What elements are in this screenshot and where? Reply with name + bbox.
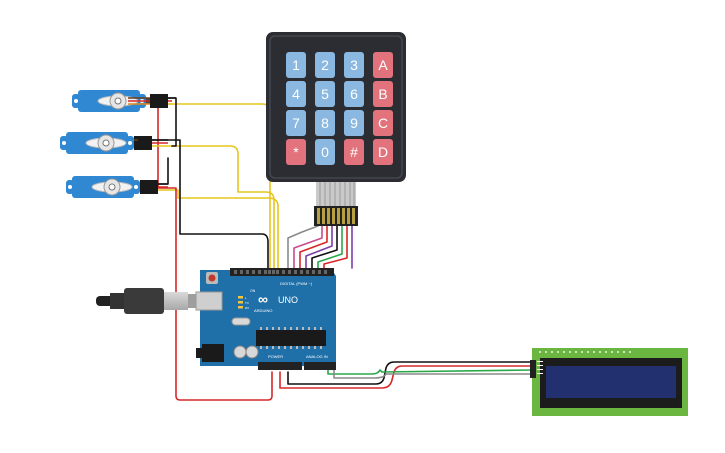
arduino-logo-text: ARDUINO: [254, 308, 272, 313]
keypad-key-label: 7: [292, 115, 300, 131]
arduino-infinity-logo: ∞: [258, 291, 268, 307]
keypad-key-3[interactable]: [344, 52, 364, 78]
keypad-key-label: 6: [350, 86, 358, 102]
crystal: [231, 317, 251, 326]
analog-label: ANALOG IN: [306, 354, 328, 359]
wire-servo-power: [151, 103, 273, 401]
led-label-tx: TX: [245, 301, 249, 305]
keypad-key-label: 3: [350, 57, 358, 73]
keypad-key-b[interactable]: [373, 81, 393, 107]
keypad-ribbon: [316, 182, 356, 206]
keypad: 1 2 3 A 4 5 6 B 7 8 9 C * 0 # D: [266, 32, 406, 226]
on-label: ON: [250, 289, 256, 293]
analog-header: [304, 362, 336, 370]
power-jack: [202, 344, 224, 362]
keypad-key-label: A: [378, 57, 388, 73]
keypad-key-d[interactable]: [373, 139, 393, 165]
led-label-l: L: [245, 296, 247, 300]
wire-lcd-scl: [333, 363, 533, 379]
atmega-chip: [256, 330, 326, 346]
servo-2: [60, 132, 138, 154]
keypad-key-label: B: [378, 86, 387, 102]
arduino-model-text: UNO: [278, 295, 298, 305]
keypad-key-label: 4: [292, 86, 300, 102]
servo-1-connector: [128, 94, 168, 108]
wire-keypad-3: [299, 225, 328, 269]
keypad-key-label: D: [378, 144, 388, 160]
keypad-key-5[interactable]: [315, 81, 335, 107]
wire-keypad-4: [305, 225, 333, 269]
wire-servo-ground: [151, 97, 269, 269]
keypad-key-9[interactable]: [344, 110, 364, 136]
lcd-display: [530, 348, 688, 416]
lcd-pin-header: [530, 360, 536, 378]
power-label: POWER: [268, 354, 283, 359]
keypad-key-label: 2: [321, 57, 329, 73]
keypad-key-6[interactable]: [344, 81, 364, 107]
keypad-key-label: *: [293, 144, 299, 160]
keypad-key-label: 8: [321, 115, 329, 131]
arduino-uno: ∞ ARDUINO UNO DIGITAL (PWM ~) POWER ANAL…: [195, 268, 336, 370]
capacitor: [233, 345, 247, 359]
wire-keypad-1: [287, 225, 319, 269]
power-header: [258, 362, 302, 370]
capacitor: [245, 345, 259, 359]
wire-keypad-7: [323, 225, 348, 269]
keypad-key-label: 1: [292, 57, 300, 73]
wire-keypad-2: [293, 225, 323, 269]
keypad-border: [269, 35, 403, 179]
wire-keypad-6: [317, 225, 343, 269]
keypad-key-a[interactable]: [373, 52, 393, 78]
keypad-key-4[interactable]: [286, 81, 306, 107]
keypad-key-8[interactable]: [315, 110, 335, 136]
servo-2-connector: [134, 136, 168, 150]
usb-jack: [195, 291, 223, 311]
keypad-key-c[interactable]: [373, 110, 393, 136]
keypad-key-label: 5: [321, 86, 329, 102]
usb-cable: [96, 288, 210, 314]
digital-label: DIGITAL (PWM ~): [280, 281, 313, 286]
keypad-key-star[interactable]: [286, 139, 306, 165]
wire-servo3-signal: [167, 189, 279, 269]
wire-lcd-vcc: [279, 365, 533, 389]
keypad-key-label: 0: [321, 144, 329, 160]
keypad-key-2[interactable]: [315, 52, 335, 78]
keypad-key-label: 9: [350, 115, 358, 131]
keypad-key-1[interactable]: [286, 52, 306, 78]
keypad-key-hash[interactable]: [344, 139, 364, 165]
keypad-header-pins: [314, 206, 358, 226]
lcd-screen: [546, 366, 676, 398]
keypad-key-label: C: [378, 115, 388, 131]
keypad-key-label: #: [350, 144, 358, 160]
keypad-key-0[interactable]: [315, 139, 335, 165]
wire-servo1-signal: [167, 103, 271, 269]
wire-keypad-5: [311, 225, 338, 269]
keypad-key-7[interactable]: [286, 110, 306, 136]
servo-3-connector: [140, 180, 168, 194]
keypad-keys: 1 2 3 A 4 5 6 B 7 8 9 C * 0 # D: [286, 52, 393, 165]
wire-servo2-signal: [167, 145, 275, 269]
servo-3: [66, 176, 144, 198]
servo-1-plug: [168, 97, 176, 105]
wire-lcd-sda: [327, 363, 533, 375]
wire-lcd-gnd: [287, 361, 533, 385]
led-label-rx: RX: [245, 306, 249, 310]
